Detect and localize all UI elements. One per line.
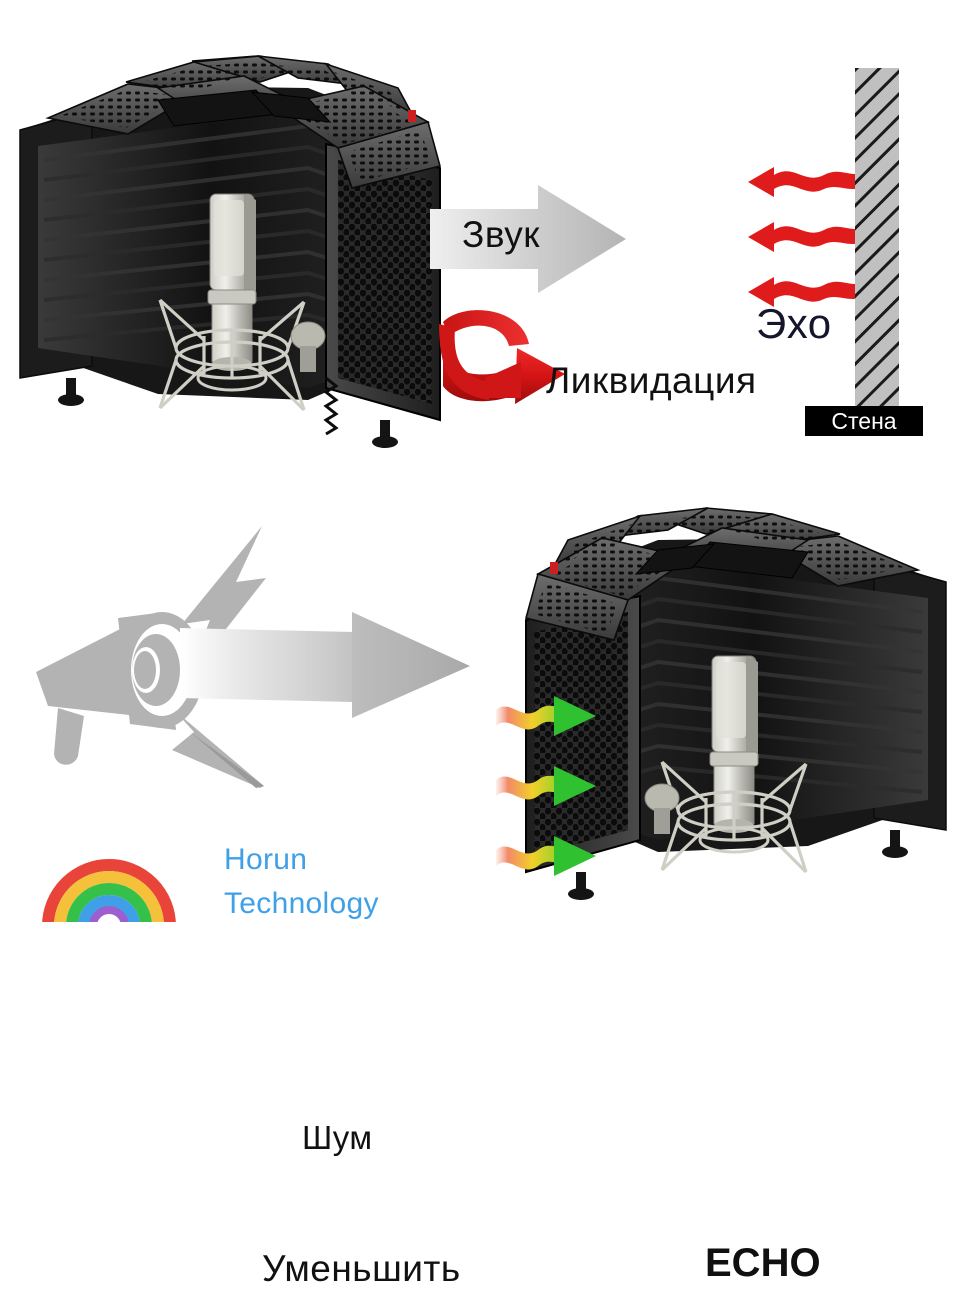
- brand-line-1: Horun: [224, 843, 308, 876]
- elimination-label: Ликвидация: [546, 360, 757, 401]
- echo-elimination-panel: Звук Ликвидация: [0, 0, 960, 480]
- noise-reduction-panel: Шум Уменьшить ЕСНО: [0, 480, 960, 1287]
- condenser-microphone: [644, 655, 808, 874]
- wall-tag: Стена: [805, 406, 923, 436]
- sound-arrow: [430, 185, 626, 293]
- reduce-label: Уменьшить: [262, 1248, 461, 1289]
- brand-logo: Horun Technology: [34, 838, 434, 938]
- lightning-bolt-icon: [172, 710, 264, 788]
- wall-tag-label: Стена: [831, 407, 897, 434]
- brand-text: Horun Technology: [224, 838, 379, 925]
- elimination-arrow: [439, 310, 565, 404]
- absorb-arrows: [496, 696, 596, 876]
- noise-label: Шум: [302, 1119, 373, 1156]
- echo-wave-arrows: [748, 167, 864, 307]
- echo-label: Эхо: [756, 300, 832, 347]
- reduce-connector-line: [190, 732, 264, 788]
- condenser-microphone: [158, 193, 326, 412]
- rainbow-icon: [36, 853, 182, 932]
- absorbed-echo-label: ЕСНО: [705, 1241, 821, 1285]
- acoustic-isolation-shield-top: [19, 55, 441, 448]
- brand-line-2: Technology: [224, 886, 379, 920]
- wall-graphic: [855, 68, 899, 416]
- acoustic-isolation-shield-bottom: [525, 507, 947, 900]
- noise-arrow: [180, 612, 470, 718]
- sound-label: Звук: [462, 214, 540, 255]
